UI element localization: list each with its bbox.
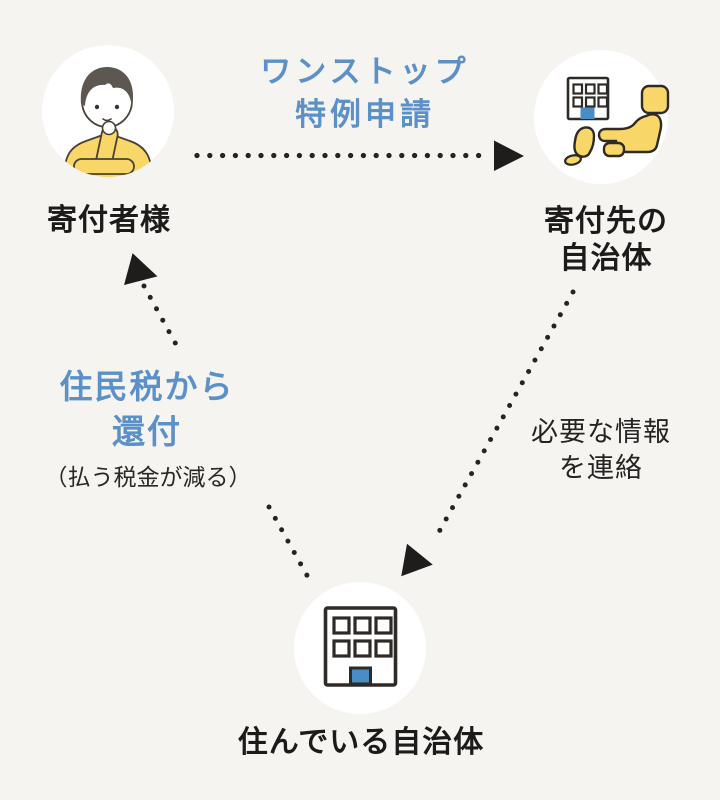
info-arrow-label: 必要な情報 を連絡 xyxy=(501,414,701,486)
recipient-label-line1: 寄付先の xyxy=(544,205,668,238)
refund-arrow-label: 住民税から 還付 xyxy=(37,364,257,454)
arrowhead-right-icon xyxy=(494,140,524,171)
application-label-line1: ワンストップ xyxy=(260,54,470,89)
donor-label-text: 寄付者様 xyxy=(47,204,171,237)
person-thinking-icon xyxy=(42,45,174,177)
info-label-line1: 必要な情報 xyxy=(531,417,671,447)
recipient-municipality-node-label: 寄付先の 自治体 xyxy=(526,203,686,277)
home-municipality-node-label: 住んでいる自治体 xyxy=(201,724,521,761)
application-label-line2: 特例申請 xyxy=(295,97,435,132)
application-arrow-label: ワンストップ 特例申請 xyxy=(235,50,495,136)
refund-note-label: （払う税金が減る） xyxy=(18,462,278,492)
office-building-icon xyxy=(294,582,426,714)
dotted-arrow-application xyxy=(194,140,524,171)
refund-label-line1: 住民税から xyxy=(59,368,235,405)
info-label-line2: を連絡 xyxy=(559,453,643,483)
donor-node-label: 寄付者様 xyxy=(29,202,189,239)
arrowhead-down-left-icon xyxy=(401,543,433,577)
home-label-text: 住んでいる自治体 xyxy=(237,726,485,759)
dotted-arrow-info xyxy=(401,289,576,577)
arrowhead-up-left-icon xyxy=(124,253,158,286)
refund-note-text: （払う税金が減る） xyxy=(44,464,252,490)
building-and-japan-map-icon xyxy=(534,50,670,184)
dotted-arrow-refund xyxy=(124,253,312,582)
recipient-label-line2: 自治体 xyxy=(559,242,653,275)
refund-label-line2: 還付 xyxy=(112,413,182,450)
